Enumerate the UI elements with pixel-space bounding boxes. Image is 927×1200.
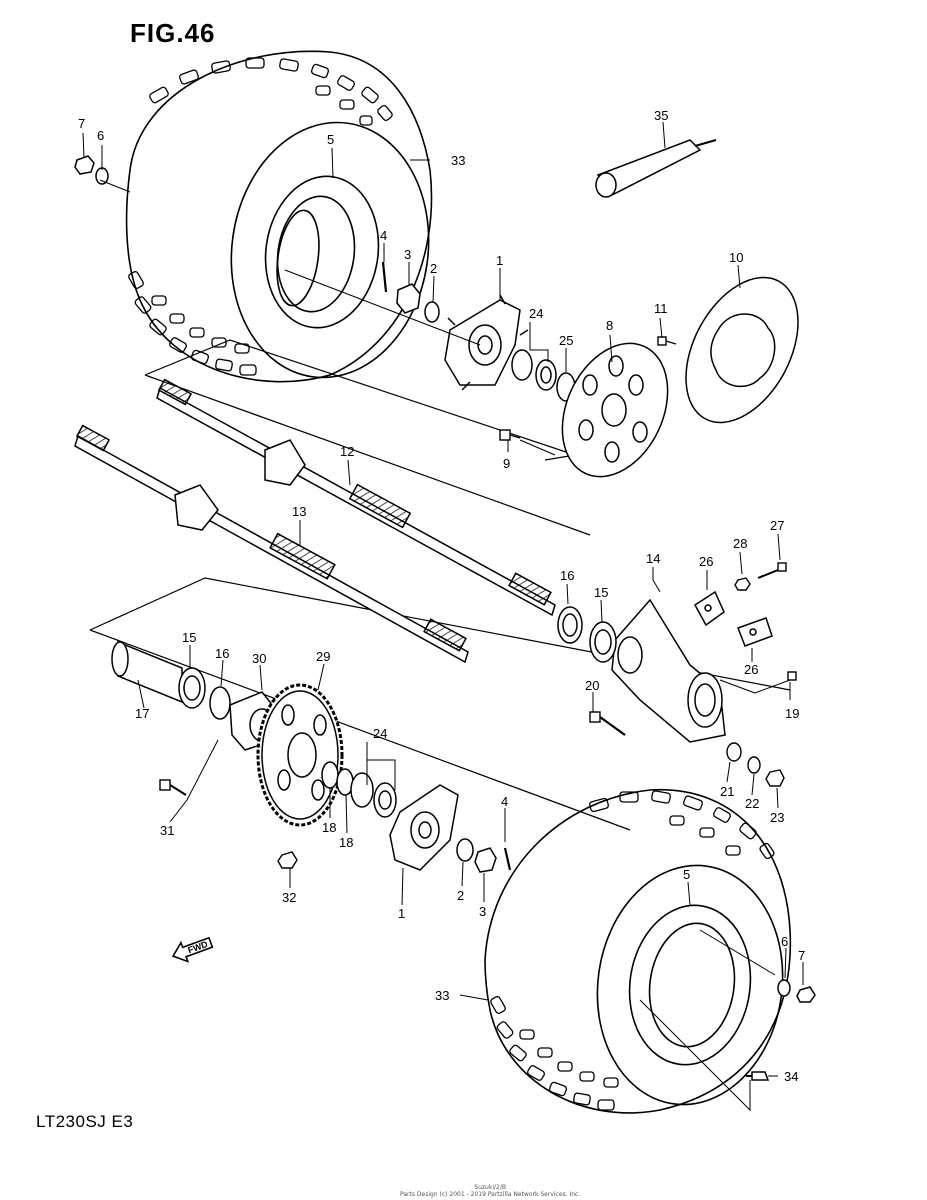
- callout-11: 11: [654, 301, 668, 316]
- axle-12: [156, 378, 556, 617]
- bolt-31-nut-32: [159, 779, 298, 869]
- callout-5-lower: 5: [683, 867, 690, 882]
- callout-30: 30: [252, 651, 266, 666]
- bottom-tire: [484, 788, 792, 1114]
- callout-32: 32: [282, 890, 296, 905]
- callout-13: 13: [292, 504, 306, 519]
- callout-7: 7: [78, 116, 85, 131]
- callout-27: 27: [770, 518, 784, 533]
- footer-line-2: Parts Design (c) 2001 - 2019 Partzilla N…: [400, 1191, 581, 1198]
- bolt-19-20: [589, 671, 797, 736]
- callout-18-a: 18: [322, 820, 336, 835]
- disc-cover: [685, 276, 799, 424]
- callout-29: 29: [316, 649, 330, 664]
- axle-13: [74, 424, 469, 664]
- callout-1: 1: [496, 253, 503, 268]
- right-seals: [557, 606, 617, 663]
- brackets-26: [694, 590, 773, 647]
- callout-33-lower: 33: [435, 988, 449, 1003]
- callout-23: 23: [770, 810, 784, 825]
- callout-21: 21: [720, 784, 734, 799]
- top-lug-nut: [74, 155, 109, 185]
- callout-7-lower: 7: [798, 948, 805, 963]
- top-wheel-hub: [444, 294, 529, 391]
- leader-lines: [82, 121, 804, 1112]
- rear-sprocket: [256, 683, 344, 827]
- callout-10: 10: [729, 250, 743, 265]
- callout-22: 22: [745, 796, 759, 811]
- lower-lug-nut-valve: [746, 979, 816, 1081]
- axle-pin-tool: [595, 139, 717, 198]
- callout-15-left: 15: [182, 630, 196, 645]
- lower-wheel-hub: [389, 784, 459, 871]
- callout-16-left: 16: [215, 646, 229, 661]
- callout-28: 28: [733, 536, 747, 551]
- footer-text: Suzuki/2/B Parts Design (c) 2001 - 2019 …: [400, 1184, 580, 1198]
- spacer-17: [111, 640, 183, 704]
- callout-2-lower: 2: [457, 888, 464, 903]
- lower-nut-washer: [456, 838, 512, 873]
- callout-26-bottom: 26: [744, 662, 758, 677]
- callout-25: 25: [559, 333, 573, 348]
- callout-5: 5: [327, 132, 334, 147]
- callout-17: 17: [135, 706, 149, 721]
- callout-3: 3: [404, 247, 411, 262]
- callout-labels: 7 6 5 33 4 3 2 1 24 25 8 11 10 35 9 12 1…: [78, 108, 805, 1084]
- callout-16-right: 16: [560, 568, 574, 583]
- callout-12: 12: [340, 444, 354, 459]
- washers-21-22-nut-23: [726, 742, 785, 787]
- top-nut-washer: [381, 261, 440, 323]
- callout-6: 6: [97, 128, 104, 143]
- callout-20: 20: [585, 678, 599, 693]
- callout-31: 31: [160, 823, 174, 838]
- callout-9: 9: [503, 456, 510, 471]
- callout-8: 8: [606, 318, 613, 333]
- callout-4: 4: [380, 228, 387, 243]
- callout-19: 19: [785, 706, 799, 721]
- callout-26-top: 26: [699, 554, 713, 569]
- callout-18-b: 18: [339, 835, 353, 850]
- callout-33: 33: [451, 153, 465, 168]
- callout-35: 35: [654, 108, 668, 123]
- forward-arrow: FWD: [171, 936, 214, 963]
- callout-15-right: 15: [594, 585, 608, 600]
- brake-disc: [561, 342, 669, 478]
- callout-1-lower: 1: [398, 906, 405, 921]
- top-tire: [125, 50, 433, 383]
- bolt-27-nut-28: [734, 562, 787, 591]
- footer-line-1: Suzuki/2/B: [474, 1184, 506, 1191]
- callout-14: 14: [646, 551, 660, 566]
- callout-3-lower: 3: [479, 904, 486, 919]
- figure-title: FIG.46: [130, 18, 216, 48]
- callout-6-lower: 6: [781, 934, 788, 949]
- bearing-housing: [611, 598, 726, 743]
- callout-24-lower: 24: [373, 726, 387, 741]
- callout-2: 2: [430, 261, 437, 276]
- callout-4-lower: 4: [501, 794, 508, 809]
- left-seals-holder: [178, 667, 279, 751]
- model-code: LT230SJ E3: [36, 1112, 134, 1131]
- callout-34: 34: [784, 1069, 798, 1084]
- lower-bearings: [321, 761, 397, 818]
- callout-24: 24: [529, 306, 543, 321]
